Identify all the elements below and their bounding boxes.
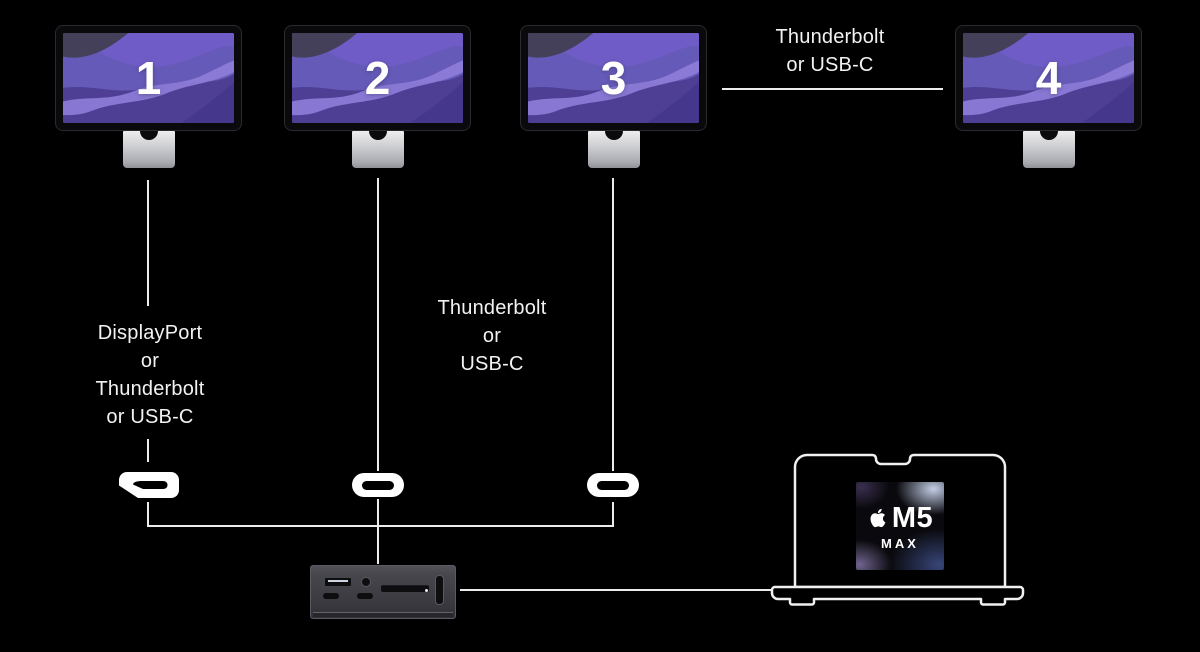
- stand-notch: [368, 131, 387, 140]
- usb-a-tab: [328, 580, 348, 582]
- display-1: 1: [55, 25, 242, 168]
- display-4-wallpaper: 4: [963, 33, 1134, 123]
- dock-base-edge: [313, 612, 453, 617]
- stand-notch: [1039, 131, 1058, 140]
- cable-display3-lower: [612, 502, 614, 527]
- chip-variant: MAX: [881, 535, 919, 551]
- display-4-stand: [1022, 131, 1075, 168]
- cable-dock-to-macbook: [460, 589, 774, 591]
- dock-power-led: [425, 589, 428, 592]
- cable-display1-lower: [147, 502, 149, 527]
- dock-audio-jack: [361, 577, 371, 587]
- displayport-connector-icon: [118, 471, 180, 499]
- dock-sd-card-slot: [381, 585, 429, 592]
- cable-display2-upper: [377, 178, 379, 471]
- display-2: 2: [284, 25, 471, 168]
- display-3: 3: [520, 25, 707, 168]
- display-3-number: 3: [600, 52, 627, 104]
- display-2-number: 2: [364, 52, 391, 104]
- wallpaper-waves-graphic: [292, 33, 463, 123]
- usb-c-connector-icon: [587, 473, 639, 497]
- cable-display3-to-display4: [722, 88, 943, 90]
- display-2-wallpaper: 2: [292, 33, 463, 123]
- cable-bus-horizontal: [147, 525, 614, 527]
- apple-logo-icon: [870, 508, 886, 528]
- display-4: 4: [955, 25, 1142, 168]
- cable-display1-mid: [147, 439, 149, 462]
- dock-usb-c-port: [357, 593, 373, 599]
- thunderbolt-dock: [310, 565, 456, 619]
- display4-connection-label: Thunderbolt or USB-C: [775, 26, 885, 76]
- wallpaper-waves-graphic: [528, 33, 699, 123]
- cable-display3-upper: [612, 178, 614, 471]
- usb-c-connector-icon: [352, 473, 404, 497]
- display-2-screen: 2: [284, 25, 471, 131]
- cable-display1-upper: [147, 180, 149, 306]
- display-1-wallpaper: 1: [63, 33, 234, 123]
- usb-c-slot: [597, 480, 629, 490]
- display-1-number: 1: [135, 52, 162, 104]
- m5-max-chip-badge: M5 MAX: [856, 482, 944, 570]
- stand-notch: [604, 131, 623, 140]
- display-2-stand: [351, 131, 404, 168]
- usb-c-slot: [362, 480, 394, 490]
- cable-display2-to-dock: [377, 499, 379, 564]
- display-3-stand: [587, 131, 640, 168]
- display-3-wallpaper: 3: [528, 33, 699, 123]
- display-1-screen: 1: [55, 25, 242, 131]
- wallpaper-waves-graphic: [63, 33, 234, 123]
- display-4-number: 4: [1035, 52, 1062, 104]
- dock-usb-c-port: [323, 593, 339, 599]
- stand-notch: [139, 131, 158, 140]
- wallpaper-waves-graphic: [963, 33, 1134, 123]
- dock-thunderbolt-port: [435, 575, 444, 605]
- chip-name: M5: [891, 501, 934, 534]
- display-3-screen: 3: [520, 25, 707, 131]
- display1-connection-label: DisplayPort or Thunderbolt or USB-C: [95, 322, 205, 428]
- display-1-stand: [122, 131, 175, 168]
- display2-connection-label: Thunderbolt or USB-C: [437, 297, 547, 375]
- dock-usb-a-port: [325, 578, 351, 586]
- display-4-screen: 4: [955, 25, 1142, 131]
